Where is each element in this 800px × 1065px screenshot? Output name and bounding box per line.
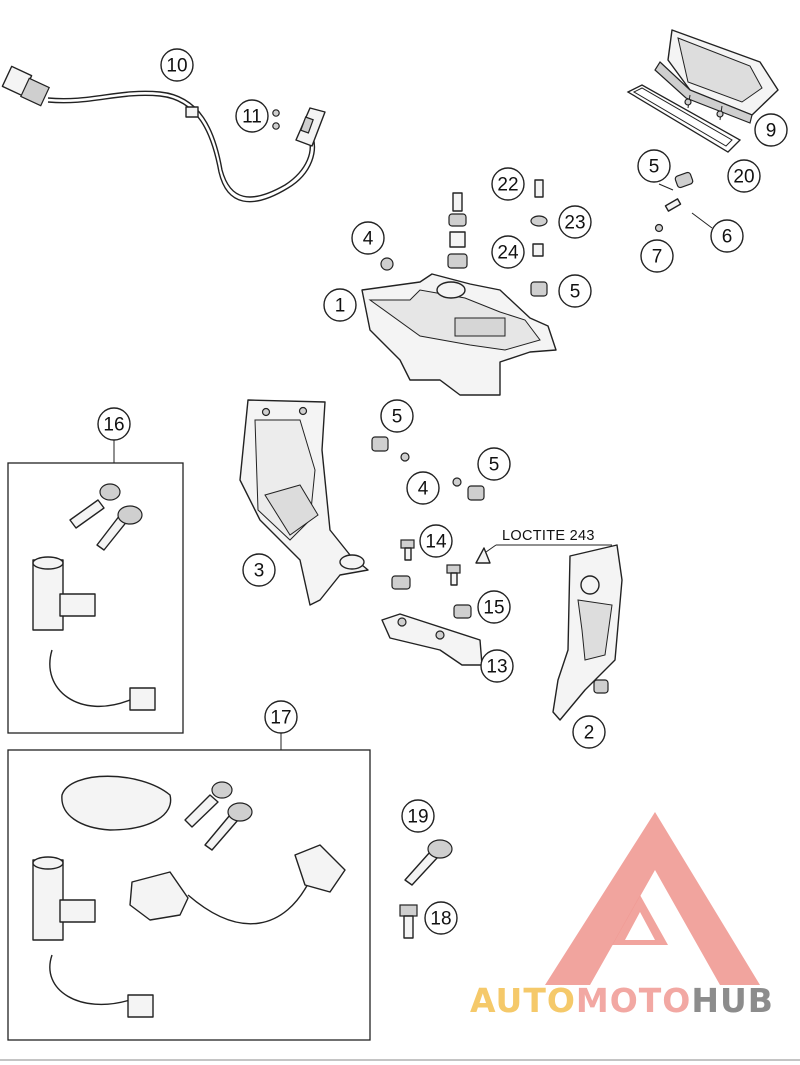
callout-15: 15 bbox=[477, 590, 511, 624]
svg-text:AUTOMOTOHUB: AUTOMOTOHUB bbox=[470, 981, 774, 1020]
callout-5: 5 bbox=[637, 149, 671, 183]
callout-2: 2 bbox=[572, 715, 606, 749]
svg-text:11: 11 bbox=[242, 107, 262, 128]
fasteners-middle bbox=[371, 436, 491, 590]
callout-4: 4 bbox=[406, 471, 440, 505]
callout-23: 23 bbox=[558, 205, 592, 239]
callout-5: 5 bbox=[380, 399, 414, 433]
svg-text:3: 3 bbox=[254, 561, 265, 582]
callout-14: 14 bbox=[419, 524, 453, 558]
svg-text:14: 14 bbox=[425, 532, 447, 553]
svg-text:4: 4 bbox=[418, 479, 429, 500]
svg-text:1: 1 bbox=[335, 296, 346, 317]
callout-1: 1 bbox=[323, 288, 357, 322]
bracket-13 bbox=[381, 604, 483, 666]
svg-text:18: 18 bbox=[430, 909, 451, 930]
svg-text:13: 13 bbox=[486, 657, 507, 678]
wordmark-moto: MOTO bbox=[576, 981, 691, 1020]
callout-19: 19 bbox=[401, 799, 435, 833]
svg-text:4: 4 bbox=[363, 229, 374, 250]
svg-text:20: 20 bbox=[733, 167, 754, 188]
ignition-lock-kit-16 bbox=[7, 440, 184, 734]
svg-text:23: 23 bbox=[564, 213, 585, 234]
svg-text:19: 19 bbox=[407, 807, 428, 828]
instrument-cluster-9 bbox=[654, 29, 779, 124]
svg-text:6: 6 bbox=[722, 227, 733, 248]
bracket-2 bbox=[552, 544, 623, 721]
callout-5: 5 bbox=[477, 447, 511, 481]
svg-text:10: 10 bbox=[166, 56, 187, 77]
svg-text:5: 5 bbox=[649, 157, 660, 178]
callout-7: 7 bbox=[640, 239, 674, 273]
key-19 bbox=[404, 839, 453, 886]
svg-text:9: 9 bbox=[766, 121, 777, 142]
callout-17: 17 bbox=[264, 700, 298, 734]
callout-3: 3 bbox=[242, 553, 276, 587]
callout-6: 6 bbox=[710, 219, 744, 253]
loctite-note: LOCTITE 243 bbox=[502, 528, 595, 544]
callout-9: 9 bbox=[754, 113, 788, 147]
bracket-1 bbox=[361, 273, 557, 396]
svg-text:22: 22 bbox=[497, 175, 518, 196]
svg-text:5: 5 bbox=[570, 282, 581, 303]
leader-lines bbox=[485, 183, 713, 553]
wiring-harness-10 bbox=[1, 65, 315, 203]
callout-16: 16 bbox=[97, 407, 131, 441]
svg-text:5: 5 bbox=[489, 455, 500, 476]
callout-13: 13 bbox=[480, 649, 514, 683]
callout-11: 11 bbox=[235, 99, 269, 133]
callout-24: 24 bbox=[491, 235, 525, 269]
svg-text:5: 5 bbox=[392, 407, 403, 428]
grommets-5-top bbox=[654, 171, 694, 233]
svg-text:15: 15 bbox=[483, 598, 504, 619]
svg-text:16: 16 bbox=[103, 415, 124, 436]
svg-text:17: 17 bbox=[270, 708, 291, 729]
wordmark-hub: HUB bbox=[691, 981, 774, 1020]
bolt-stack-center bbox=[380, 179, 548, 297]
callout-22: 22 bbox=[491, 167, 525, 201]
switch-11 bbox=[272, 107, 326, 147]
callout-10: 10 bbox=[160, 48, 194, 82]
svg-text:24: 24 bbox=[497, 243, 519, 264]
svg-text:2: 2 bbox=[584, 723, 595, 744]
gasket-20 bbox=[626, 84, 742, 153]
lock-set-kit-17 bbox=[7, 733, 371, 1041]
callout-18: 18 bbox=[424, 901, 458, 935]
wordmark-auto: AUTO bbox=[470, 981, 576, 1020]
bracket-3 bbox=[239, 399, 369, 606]
callout-20: 20 bbox=[727, 159, 761, 193]
bolt-18 bbox=[399, 904, 418, 939]
automotohub-wordmark: AUTOMOTOHUB bbox=[470, 981, 774, 1020]
svg-text:7: 7 bbox=[652, 247, 663, 268]
callout-5: 5 bbox=[558, 274, 592, 308]
automotohub-logo bbox=[545, 812, 760, 985]
callout-4: 4 bbox=[351, 221, 385, 255]
